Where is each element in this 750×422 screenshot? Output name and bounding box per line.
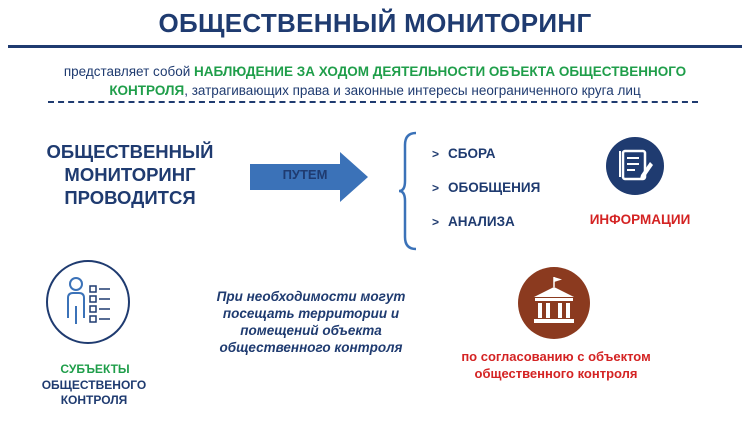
list-item-label: ОБОБЩЕНИЯ <box>448 180 541 195</box>
list-item-label: СБОРА <box>448 146 496 161</box>
chevron-right-icon: > <box>432 215 440 229</box>
chevron-right-icon: > <box>432 181 440 195</box>
agreement-icon-badge <box>518 267 590 339</box>
left-brace-icon <box>398 131 417 251</box>
chevron-right-icon: > <box>432 147 440 161</box>
page-title: ОБЩЕСТВЕННЫЙ МОНИТОРИНГ <box>158 8 592 38</box>
subjects-label-line2: ОБЩЕСТВЕНОГО <box>41 378 147 392</box>
subjects-icon-badge <box>46 260 130 344</box>
dashed-divider <box>48 101 698 103</box>
visit-note-line: общественного контроля <box>219 340 403 355</box>
definition-text: представляет собой НАБЛЮДЕНИЕ ЗА ХОДОМ Д… <box>30 62 720 100</box>
government-building-icon <box>534 277 574 323</box>
subjects-label-line3: КОНТРОЛЯ <box>60 393 128 407</box>
agreement-note-line: по согласованию с объектом <box>461 349 651 364</box>
agreement-note-line: общественного контроля <box>474 366 638 381</box>
subjects-label: ОБЩЕСТВЕНОГО КОНТРОЛЯ <box>34 378 154 408</box>
visit-note: При необходимости могут посещать террито… <box>196 288 426 356</box>
person-checklist-icon <box>67 277 110 324</box>
visit-note-line: При необходимости могут <box>216 289 406 304</box>
main-phrase-line: МОНИТОРИНГ <box>64 164 196 185</box>
list-item-label: АНАЛИЗА <box>448 214 515 229</box>
main-phrase-line: ОБЩЕСТВЕННЫЙ <box>46 141 214 162</box>
main-phrase: ОБЩЕСТВЕННЫЙ МОНИТОРИНГ ПРОВОДИТСЯ <box>40 140 220 209</box>
main-phrase-line: ПРОВОДИТСЯ <box>64 187 196 208</box>
info-icon-badge <box>606 137 664 195</box>
agreement-note: по согласованию с объектом общественного… <box>456 348 656 382</box>
document-edit-icon <box>619 149 653 181</box>
subjects-label-line1: СУБЪЕКТЫ <box>60 362 130 376</box>
definition-suffix: , затрагивающих права и законные интерес… <box>184 83 641 98</box>
info-label: ИНФОРМАЦИИ <box>589 212 691 227</box>
definition-prefix: представляет собой <box>63 64 194 79</box>
right-arrow-icon <box>250 152 368 202</box>
title-underline <box>8 45 742 48</box>
visit-note-line: помещений объекта <box>240 323 382 338</box>
list-item-collect: > СБОРА <box>432 146 496 161</box>
visit-note-line: посещать территории и <box>222 306 400 321</box>
list-item-analyze: > АНАЛИЗА <box>432 214 515 229</box>
arrow-label: ПУТЕМ <box>282 167 328 182</box>
list-item-summarize: > ОБОБЩЕНИЯ <box>432 180 540 195</box>
definition-highlight: НАБЛЮДЕНИЕ ЗА ХОДОМ ДЕЯТЕЛЬНОСТИ ОБЪЕКТА… <box>109 64 687 98</box>
